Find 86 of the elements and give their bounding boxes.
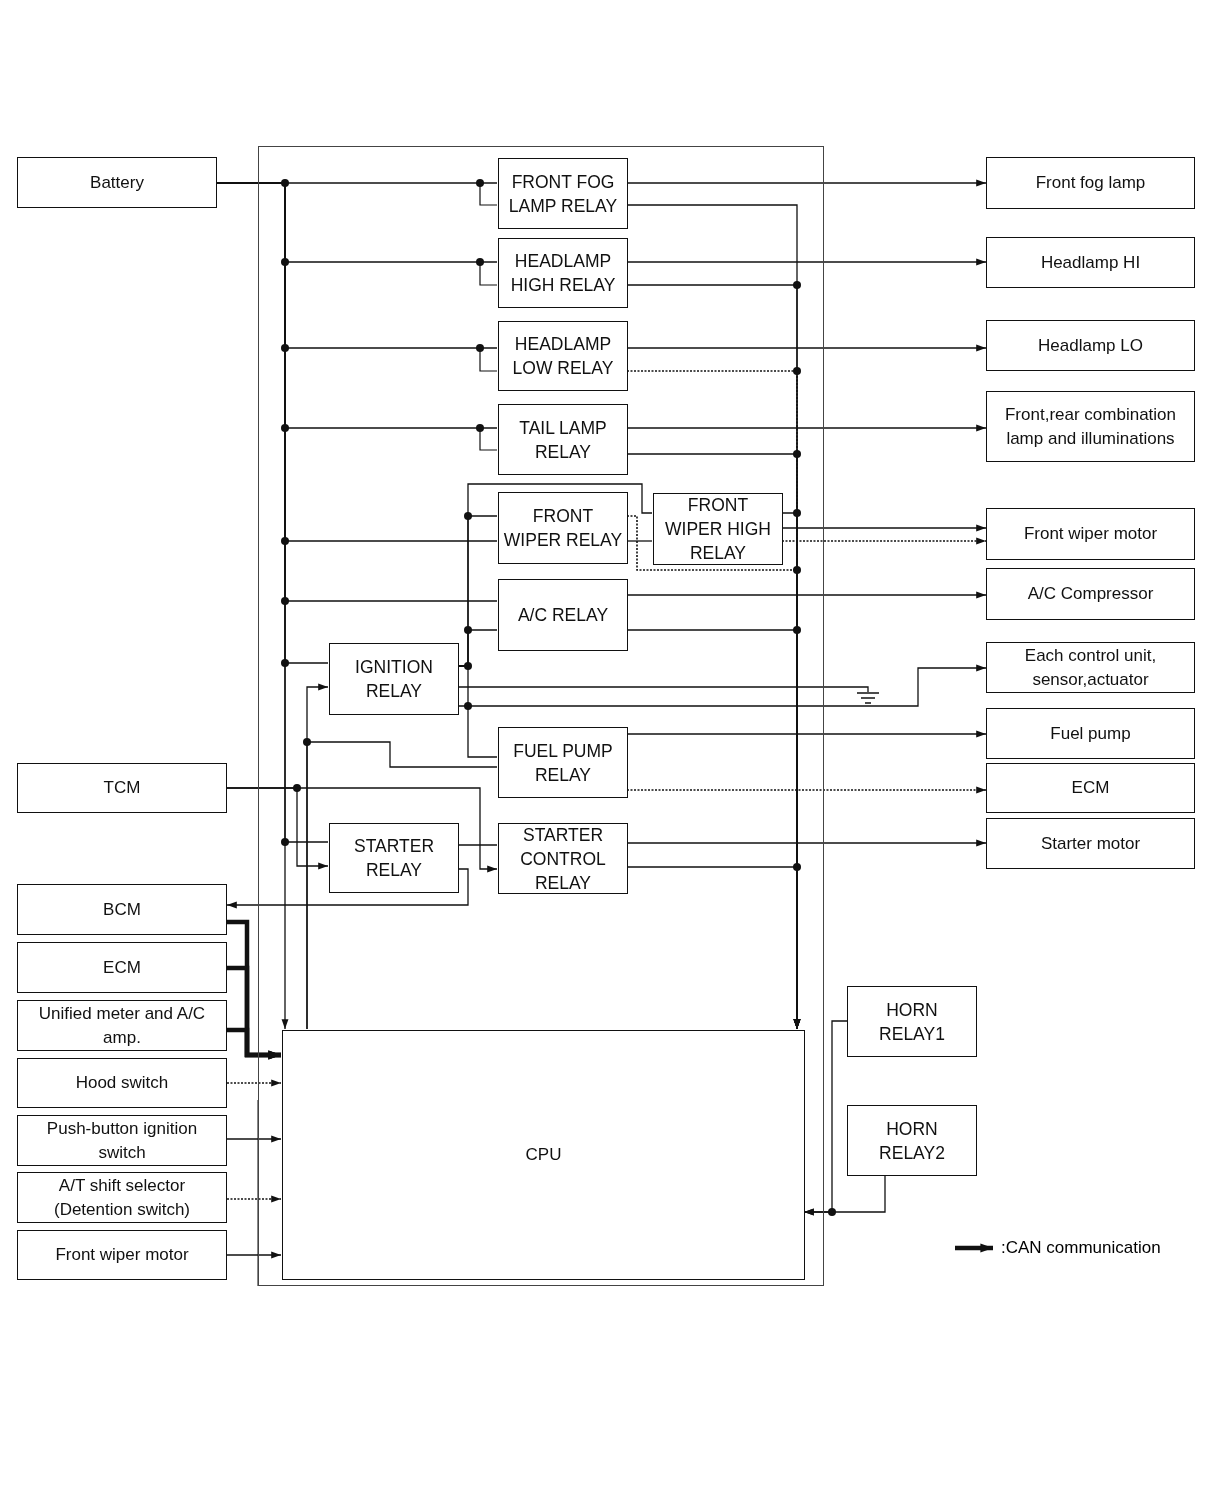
- relay-box: [498, 404, 628, 475]
- node-label: BCM: [102, 898, 142, 921]
- relay-box: [329, 823, 459, 893]
- wire-arrow: [781, 524, 987, 532]
- component-box: [986, 508, 1195, 560]
- node-label: FUEL PUMP RELAY: [512, 739, 614, 787]
- node-label: Front wiper motor: [54, 1244, 190, 1266]
- wire-arrow: [626, 258, 987, 266]
- node-label: STARTER CONTROL RELAY: [519, 823, 607, 895]
- relay-box: [653, 493, 783, 565]
- relay-box: [847, 986, 977, 1057]
- relay-box: [498, 238, 628, 308]
- relay-box: [847, 1105, 977, 1176]
- wire-arrow: [226, 787, 329, 870]
- node-label: A/C Compressor: [1026, 583, 1155, 605]
- node-label: Front fog lamp: [1034, 172, 1147, 194]
- relay-box: [498, 727, 628, 798]
- node-label: Hood switch: [74, 1072, 170, 1094]
- wire-arrow: [457, 664, 987, 707]
- node-label: Front wiper motor: [1022, 523, 1159, 545]
- wire-arrow: [626, 839, 987, 847]
- node-label: Fuel pump: [1049, 722, 1132, 745]
- relay-box: [498, 158, 628, 229]
- node-label: A/T shift selector (Detention switch): [52, 1174, 192, 1221]
- wire-arrow: [226, 1135, 282, 1143]
- wire-arrow: [226, 868, 469, 909]
- can-line: [227, 1027, 281, 1060]
- component-box: [986, 642, 1195, 693]
- component-box: [986, 157, 1195, 209]
- node-label: Battery: [89, 171, 145, 194]
- component-box: [17, 942, 227, 993]
- node-label: TAIL LAMP RELAY: [518, 416, 608, 464]
- component-box: [986, 763, 1195, 813]
- relay-box: [498, 492, 628, 564]
- node-label: TCM: [102, 777, 142, 799]
- node-label: FRONT WIPER RELAY: [502, 505, 624, 552]
- node-label: Headlamp LO: [1037, 334, 1144, 357]
- component-box: [17, 763, 227, 813]
- node-label: ECM: [1070, 777, 1111, 799]
- wire-arrow: [626, 424, 987, 432]
- wire-arrow: [226, 1079, 282, 1087]
- node-label: Each control unit, sensor,actuator: [1023, 644, 1158, 691]
- node-label: A/C RELAY: [516, 604, 610, 627]
- node-label: CPU: [524, 1144, 563, 1166]
- wire-arrow: [803, 1175, 886, 1216]
- node-label: IGNITION RELAY: [354, 656, 434, 703]
- wire-arrow: [226, 1195, 282, 1203]
- relay-box: [498, 321, 628, 391]
- relay-box: [498, 579, 628, 651]
- component-box: [17, 1115, 227, 1166]
- node-label: HORN RELAY1: [878, 998, 946, 1046]
- relay-box: [498, 823, 628, 894]
- wire-arrow: [626, 591, 987, 599]
- cpu-box: [282, 1030, 805, 1280]
- node-label: HORN RELAY2: [878, 1117, 946, 1165]
- component-box: [17, 1058, 227, 1108]
- component-box: [17, 157, 217, 208]
- wire-arrow: [226, 1251, 282, 1259]
- node-label: ECM: [102, 956, 142, 979]
- component-box: [986, 391, 1195, 462]
- module-frame: [258, 146, 824, 1286]
- component-box: [17, 1172, 227, 1223]
- node-label: FRONT FOG LAMP RELAY: [507, 170, 619, 218]
- component-box: [986, 237, 1195, 288]
- component-box: [17, 884, 227, 935]
- component-box: [986, 568, 1195, 620]
- node-label: HEADLAMP LOW RELAY: [511, 333, 615, 380]
- component-box: [986, 818, 1195, 869]
- node-label: FRONT WIPER HIGH RELAY: [664, 494, 772, 565]
- relay-box: [329, 643, 459, 715]
- wire-arrow: [626, 730, 987, 738]
- component-box: [986, 320, 1195, 371]
- node-label: Headlamp HI: [1039, 251, 1142, 274]
- component-box: [17, 1230, 227, 1280]
- node-label: Unified meter and A/C amp.: [37, 1002, 207, 1049]
- wire-arrow: [626, 344, 987, 352]
- legend-label: :CAN communication: [1001, 1238, 1161, 1258]
- component-box: [986, 708, 1195, 759]
- node-label: Starter motor: [1039, 832, 1142, 855]
- component-box: [17, 1000, 227, 1051]
- ground-symbol: [857, 692, 879, 706]
- node-label: Front,rear combination lamp and illuminations: [1004, 403, 1177, 450]
- node-label: Push-button ignition switch: [45, 1117, 199, 1164]
- wire-arrow: [626, 179, 987, 187]
- node-label: HEADLAMP HIGH RELAY: [509, 250, 617, 297]
- node-label: STARTER RELAY: [352, 835, 436, 882]
